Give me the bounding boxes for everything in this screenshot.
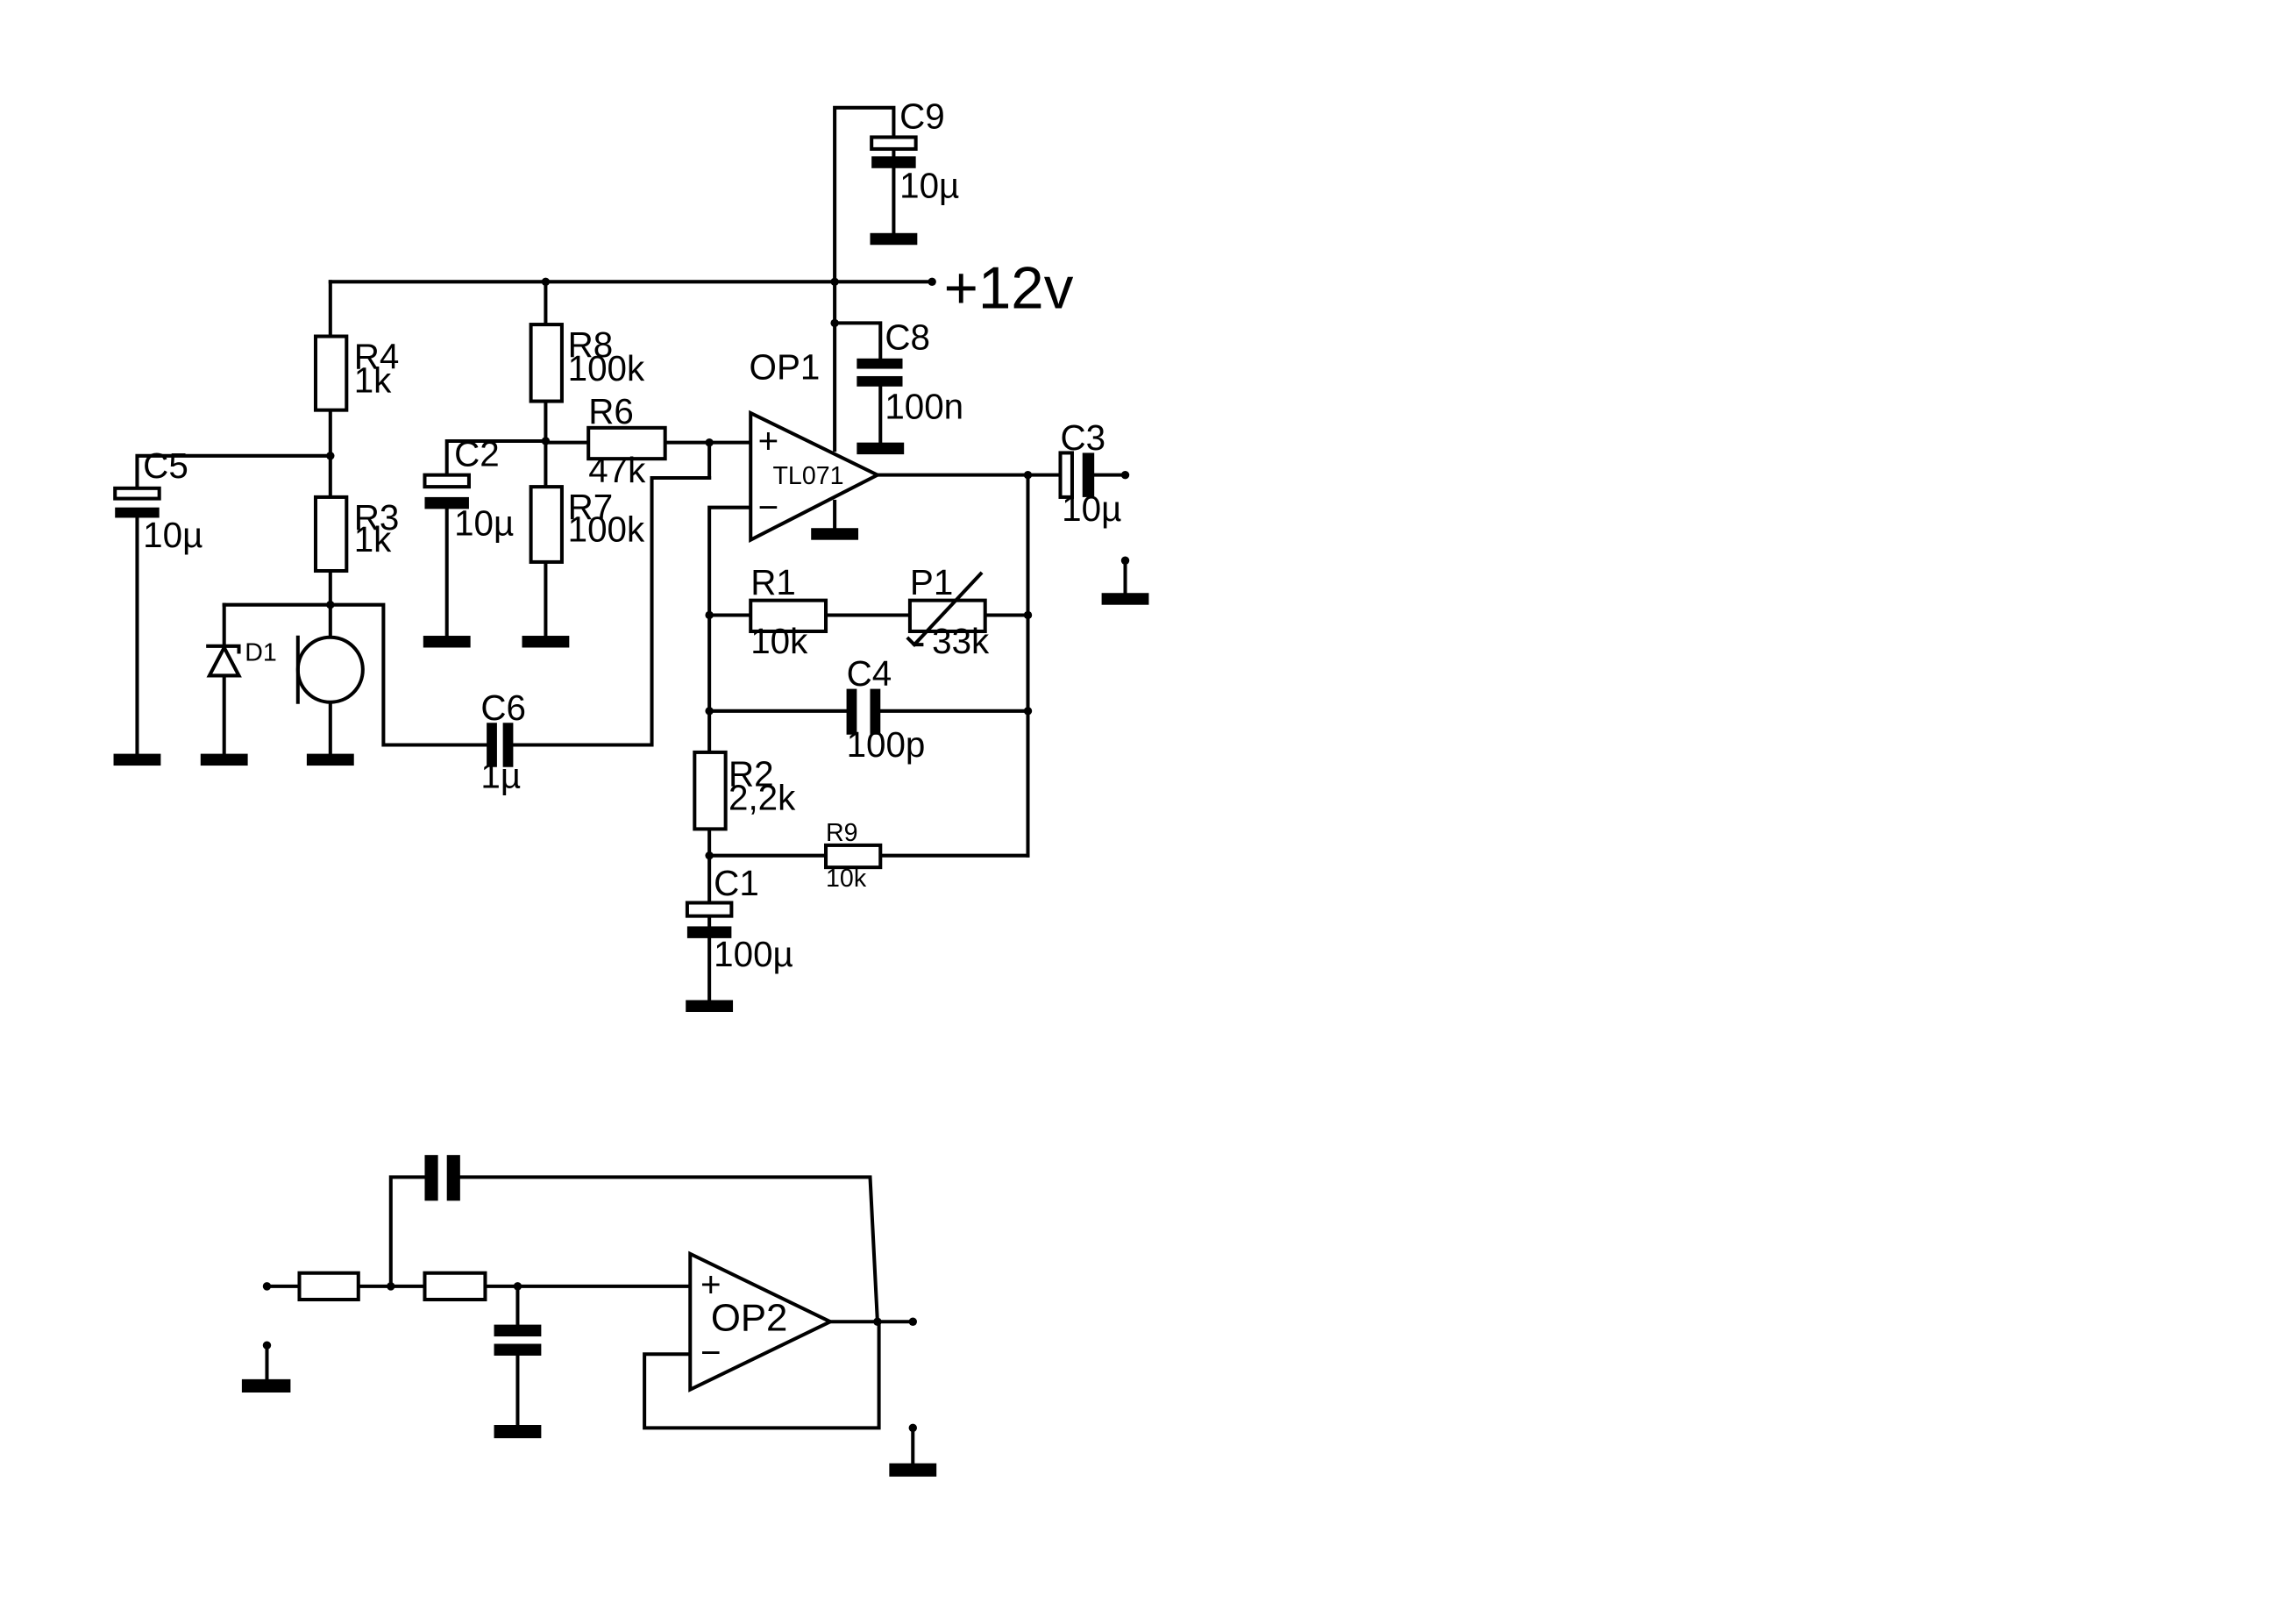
opamp-minus-label: − <box>700 1332 721 1372</box>
opamp-plus-label: + <box>700 1264 721 1305</box>
ground-symbol <box>306 753 354 766</box>
junction-dots-filter <box>262 1282 917 1433</box>
capacitor-c4: C4 100p <box>846 653 926 765</box>
ref-label: R7 <box>568 487 614 527</box>
ref-label: C3 <box>1061 417 1106 458</box>
ref-label: R8 <box>568 324 614 365</box>
potentiometer-p1: P1 33k <box>906 562 990 661</box>
ground-symbol <box>811 528 859 540</box>
value-label: 100k <box>568 348 645 388</box>
ground-symbol <box>522 636 570 648</box>
value-label: 10µ <box>143 515 203 555</box>
capacitor-c9: C9 10µ <box>870 96 959 205</box>
ref-label: C9 <box>899 96 945 136</box>
resistor-r6: R6 47k <box>586 391 667 490</box>
ground-symbols-filter <box>241 1378 937 1477</box>
value-label: 10k <box>750 621 808 661</box>
microphone-symbol <box>295 635 365 704</box>
value-label: 10µ <box>1062 488 1121 529</box>
resistor-r1: R1 10k <box>749 562 828 661</box>
value-label: 47k <box>588 450 646 490</box>
capacitor-c1: C1 100µ <box>685 863 793 974</box>
opamp-minus-label: − <box>758 487 779 527</box>
ground-symbol <box>241 1378 291 1393</box>
resistor-r7: R7 100k <box>529 485 645 564</box>
ref-label: R6 <box>588 391 634 431</box>
capacitor-c6: C6 1µ <box>480 687 526 795</box>
ground-symbol <box>113 753 161 766</box>
ref-label: C1 <box>714 863 759 903</box>
capacitor-c2: C2 10µ <box>423 434 514 544</box>
value-label: 10k <box>826 865 867 893</box>
capacitor-c3: C3 10µ <box>1058 417 1121 529</box>
ref-label: C8 <box>885 317 930 358</box>
ground-symbol <box>857 442 905 455</box>
value-label: 100k <box>568 509 645 549</box>
wires-main <box>135 105 1127 1005</box>
supply-label: +12v <box>944 256 1074 322</box>
ref-label: R3 <box>354 497 400 538</box>
value-label: 1k <box>354 519 392 559</box>
ground-symbol <box>686 1000 734 1012</box>
ref-label: R1 <box>750 562 796 602</box>
capacitor-c8: C8 100n <box>857 317 963 427</box>
ref-label: C2 <box>454 434 500 474</box>
ref-label: R9 <box>826 819 858 847</box>
value-label: 1k <box>354 360 392 400</box>
filter-capacitor-shunt <box>494 1324 542 1356</box>
ref-label: D1 <box>245 639 277 667</box>
filter-resistor-1 <box>297 1271 360 1302</box>
ground-symbol <box>200 753 248 766</box>
resistor-r4: R4 1k <box>313 334 400 412</box>
ref-label: R4 <box>354 337 400 377</box>
opamp-plus-label: + <box>758 420 779 460</box>
ground-symbol <box>1101 593 1149 605</box>
value-label: 10µ <box>899 165 959 205</box>
resistor-r2: R2 2,2k <box>693 750 796 831</box>
value-label: 2,2k <box>729 778 796 818</box>
ground-symbols <box>113 232 1149 1012</box>
opamp-ref-label: OP2 <box>711 1296 787 1339</box>
junction-dots <box>326 277 1130 860</box>
ground-symbol <box>423 636 471 648</box>
filter-resistor-2 <box>423 1271 487 1302</box>
opamp-op1: + − TL071 OP1 <box>749 346 882 543</box>
filter-capacitor-feedback <box>424 1155 460 1201</box>
resistor-r9: R9 10k <box>824 819 883 893</box>
ref-label: P1 <box>910 562 953 602</box>
opamp-ref-label: OP1 <box>750 346 821 387</box>
opamp-type-label: TL071 <box>772 462 843 490</box>
ground-symbol <box>870 232 918 246</box>
zener-diode-d1: D1 <box>206 639 277 678</box>
opamp-op2: + − OP2 <box>688 1250 835 1393</box>
ground-symbol <box>889 1463 937 1477</box>
value-label: 1µ <box>480 755 521 795</box>
ref-label: C6 <box>480 687 526 728</box>
resistor-r8: R8 100k <box>529 323 645 403</box>
value-label: 33k <box>932 621 990 661</box>
ref-label: C4 <box>847 653 892 694</box>
value-label: 100n <box>885 387 963 427</box>
value-label: 100µ <box>714 934 793 974</box>
ref-label: R2 <box>729 754 774 794</box>
resistor-r3: R3 1k <box>313 495 400 573</box>
value-label: 100p <box>847 724 926 765</box>
ref-label: C5 <box>143 445 188 486</box>
ground-symbol <box>494 1425 542 1439</box>
capacitor-c5: C5 10µ <box>113 445 203 555</box>
value-label: 10µ <box>454 503 514 544</box>
